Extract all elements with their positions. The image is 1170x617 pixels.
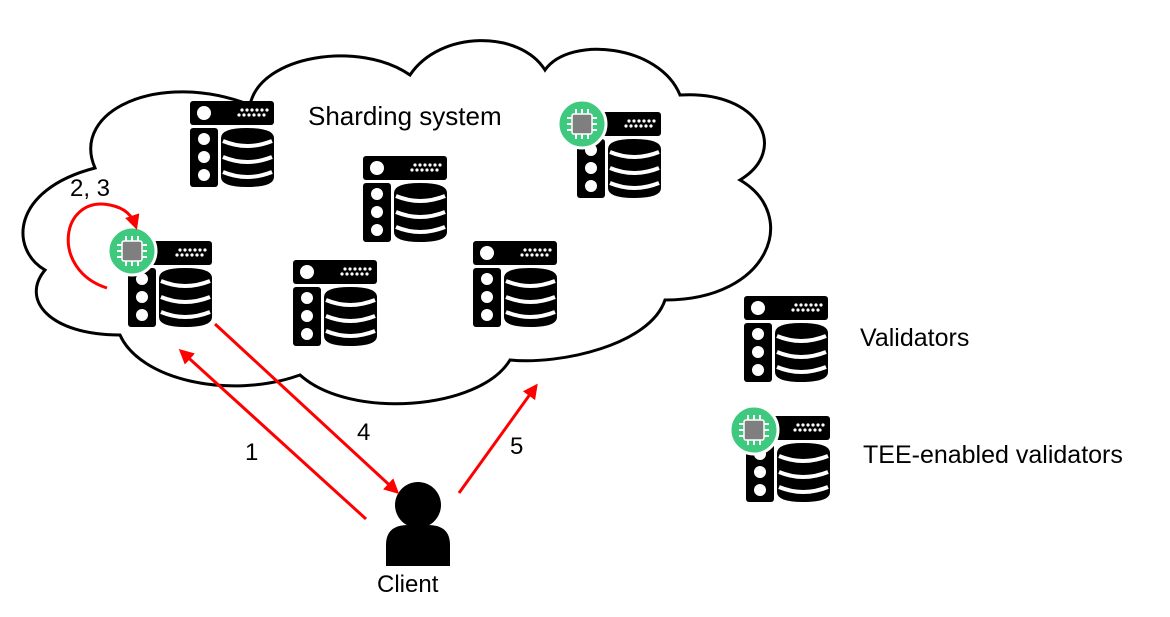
cloud-title: Sharding system: [308, 101, 502, 131]
step-label-5: 5: [510, 433, 524, 460]
validator-server-icon: [471, 239, 559, 329]
step-arrows: [66, 202, 538, 521]
arrow-step-5: [457, 383, 538, 494]
legend-server-icon: [742, 294, 830, 384]
legend-validators-label: Validators: [860, 324, 970, 352]
arrow-step-4: [213, 322, 400, 495]
step-label-1: 1: [245, 439, 259, 466]
client-label: Client: [377, 571, 439, 598]
arrow-step-2-3-loop: [66, 202, 140, 290]
arrow-step-1: [178, 348, 368, 521]
validator-server-icon: [291, 258, 379, 348]
cpu-chip-icon: [728, 404, 780, 456]
cpu-chip-icon: [106, 225, 158, 277]
validator-server-icon: [188, 99, 276, 189]
legend-tee-validators-label: TEE-enabled validators: [863, 441, 1123, 469]
step-label-4: 4: [357, 419, 371, 446]
user-icon: [386, 482, 450, 566]
cpu-chip-icon: [556, 98, 608, 150]
step-label-2-3: 2, 3: [70, 175, 111, 202]
validator-server-icon: [361, 154, 449, 244]
